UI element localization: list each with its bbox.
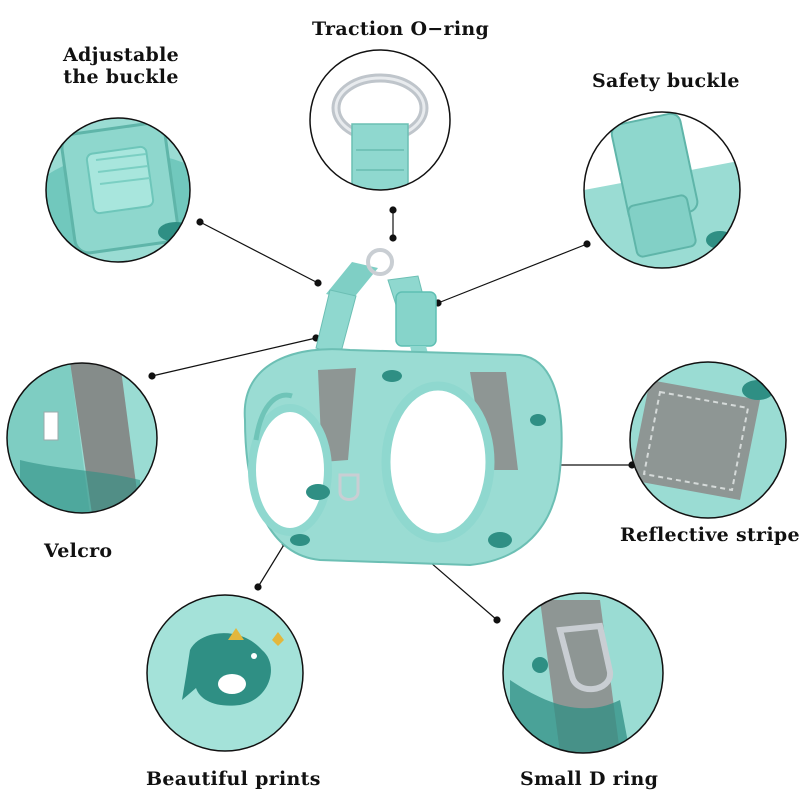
- detail-velcro: [6, 362, 158, 514]
- harness-main: [243, 248, 563, 567]
- label-beautiful-prints: Beautiful prints: [146, 768, 321, 790]
- detail-o-ring: [309, 49, 451, 191]
- detail-d-ring: [502, 592, 664, 754]
- label-safety-buckle: Safety buckle: [592, 70, 740, 92]
- buckle-icon: [395, 291, 437, 347]
- d-ring-icon: [338, 473, 360, 501]
- label-reflective-stripe: Reflective stripe: [620, 524, 800, 546]
- d-ring-icon: [556, 622, 613, 693]
- detail-reflective-stripe: [629, 361, 787, 519]
- detail-adjustable-buckle: [45, 117, 191, 263]
- label-velcro: Velcro: [44, 540, 113, 562]
- label-small-d-ring: Small D ring: [520, 768, 659, 790]
- label-traction-o-ring: Traction O−ring: [312, 18, 490, 40]
- detail-safety-buckle: [583, 111, 741, 269]
- label-adjustable-buckle-line2: the buckle: [63, 66, 179, 88]
- dino-print-icon: [182, 633, 271, 706]
- detail-prints: [146, 594, 304, 752]
- connector-lines: [148, 206, 636, 624]
- label-adjustable-buckle-line1: Adjustable: [62, 44, 180, 66]
- o-ring-icon: [366, 248, 394, 276]
